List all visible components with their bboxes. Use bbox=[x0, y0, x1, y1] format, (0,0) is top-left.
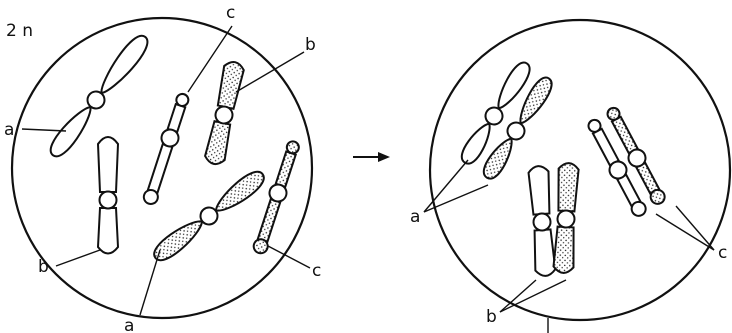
label-a-right: a bbox=[410, 207, 420, 227]
label-b-left: b bbox=[38, 257, 49, 277]
ploidy-label: 2 n bbox=[6, 21, 33, 41]
chromosome-pair-c bbox=[584, 105, 668, 219]
chromosome-c-plain bbox=[141, 92, 193, 207]
leader-c-right-1 bbox=[656, 214, 714, 250]
label-b-right: b bbox=[486, 307, 497, 327]
right-cell: a b c bbox=[410, 20, 730, 333]
leader-b-left bbox=[56, 250, 100, 266]
leader-b-top bbox=[236, 52, 304, 92]
chromosome-pair-a bbox=[458, 59, 556, 182]
right-cell-outline bbox=[430, 20, 730, 320]
chromosome-b-plain bbox=[98, 137, 118, 254]
leader-b-right-2 bbox=[500, 280, 566, 312]
leader-a-left bbox=[22, 129, 66, 131]
arrow-icon bbox=[353, 152, 390, 162]
chromosome-a-dotted bbox=[150, 167, 268, 265]
leader-c-right-2 bbox=[676, 206, 714, 250]
chromosome-pair-b bbox=[528, 163, 579, 277]
left-cell: 2 n bbox=[4, 3, 321, 333]
chromosome-b-dotted bbox=[204, 60, 245, 166]
label-a-left: a bbox=[4, 120, 14, 140]
label-b-top: b bbox=[305, 35, 316, 55]
label-c-top: c bbox=[226, 3, 235, 23]
label-c-right: c bbox=[312, 261, 321, 281]
label-a-bottom: a bbox=[124, 316, 134, 333]
label-c-far-right: c bbox=[718, 243, 727, 263]
leader-a-bottom bbox=[140, 250, 160, 315]
